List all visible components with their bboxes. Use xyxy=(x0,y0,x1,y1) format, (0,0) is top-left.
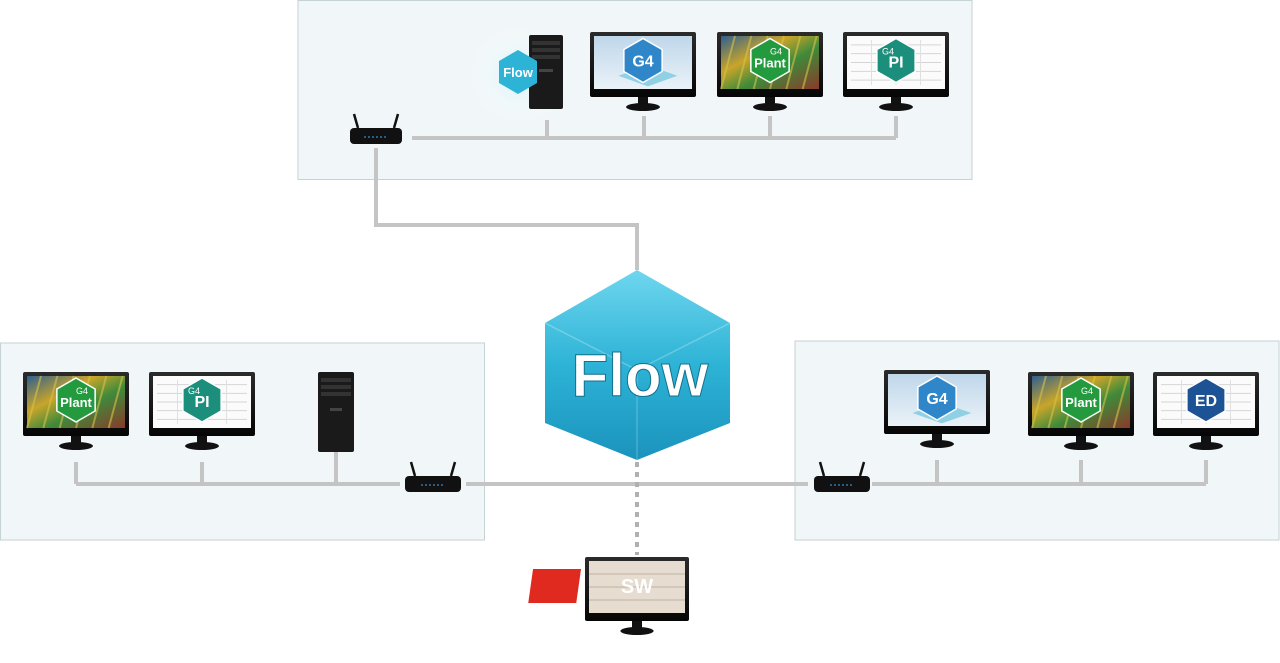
svg-text:G4: G4 xyxy=(188,386,200,396)
svg-text:Plant: Plant xyxy=(754,56,786,71)
monitor-icon: ED xyxy=(1153,372,1259,450)
svg-text:Plant: Plant xyxy=(1065,395,1097,410)
router-icon xyxy=(350,113,402,144)
flow-badge-icon: Flow xyxy=(499,50,537,94)
server-tower-icon xyxy=(318,372,354,452)
svg-text:PI: PI xyxy=(888,55,903,72)
svg-text:G4: G4 xyxy=(770,47,782,57)
g4-badge-icon: G4 xyxy=(623,37,663,84)
router-icon xyxy=(405,461,461,492)
svg-text:ED: ED xyxy=(1195,393,1217,410)
svg-text:PI: PI xyxy=(194,394,209,411)
svg-text:G4: G4 xyxy=(76,386,88,396)
svg-text:Plant: Plant xyxy=(60,395,92,410)
svg-text:G4: G4 xyxy=(926,391,947,408)
svg-text:Flow: Flow xyxy=(503,65,533,80)
svg-text:G4: G4 xyxy=(882,47,894,57)
flow-hub: Flow xyxy=(544,270,731,460)
monitor-icon: G4 xyxy=(590,32,696,111)
monitor-icon: G4 xyxy=(884,370,990,448)
router-icon xyxy=(814,461,870,492)
sw-badge-icon: SW xyxy=(528,569,653,603)
svg-text:G4: G4 xyxy=(632,54,653,71)
svg-text:G4: G4 xyxy=(1081,386,1093,396)
network-cables xyxy=(74,116,1208,486)
flow-hub-label: Flow xyxy=(572,342,709,409)
ed-badge-icon: ED xyxy=(1186,377,1226,423)
svg-text:SW: SW xyxy=(621,576,653,598)
monitor-icon: SW xyxy=(528,557,689,635)
g4-badge-icon: G4 xyxy=(917,375,957,421)
